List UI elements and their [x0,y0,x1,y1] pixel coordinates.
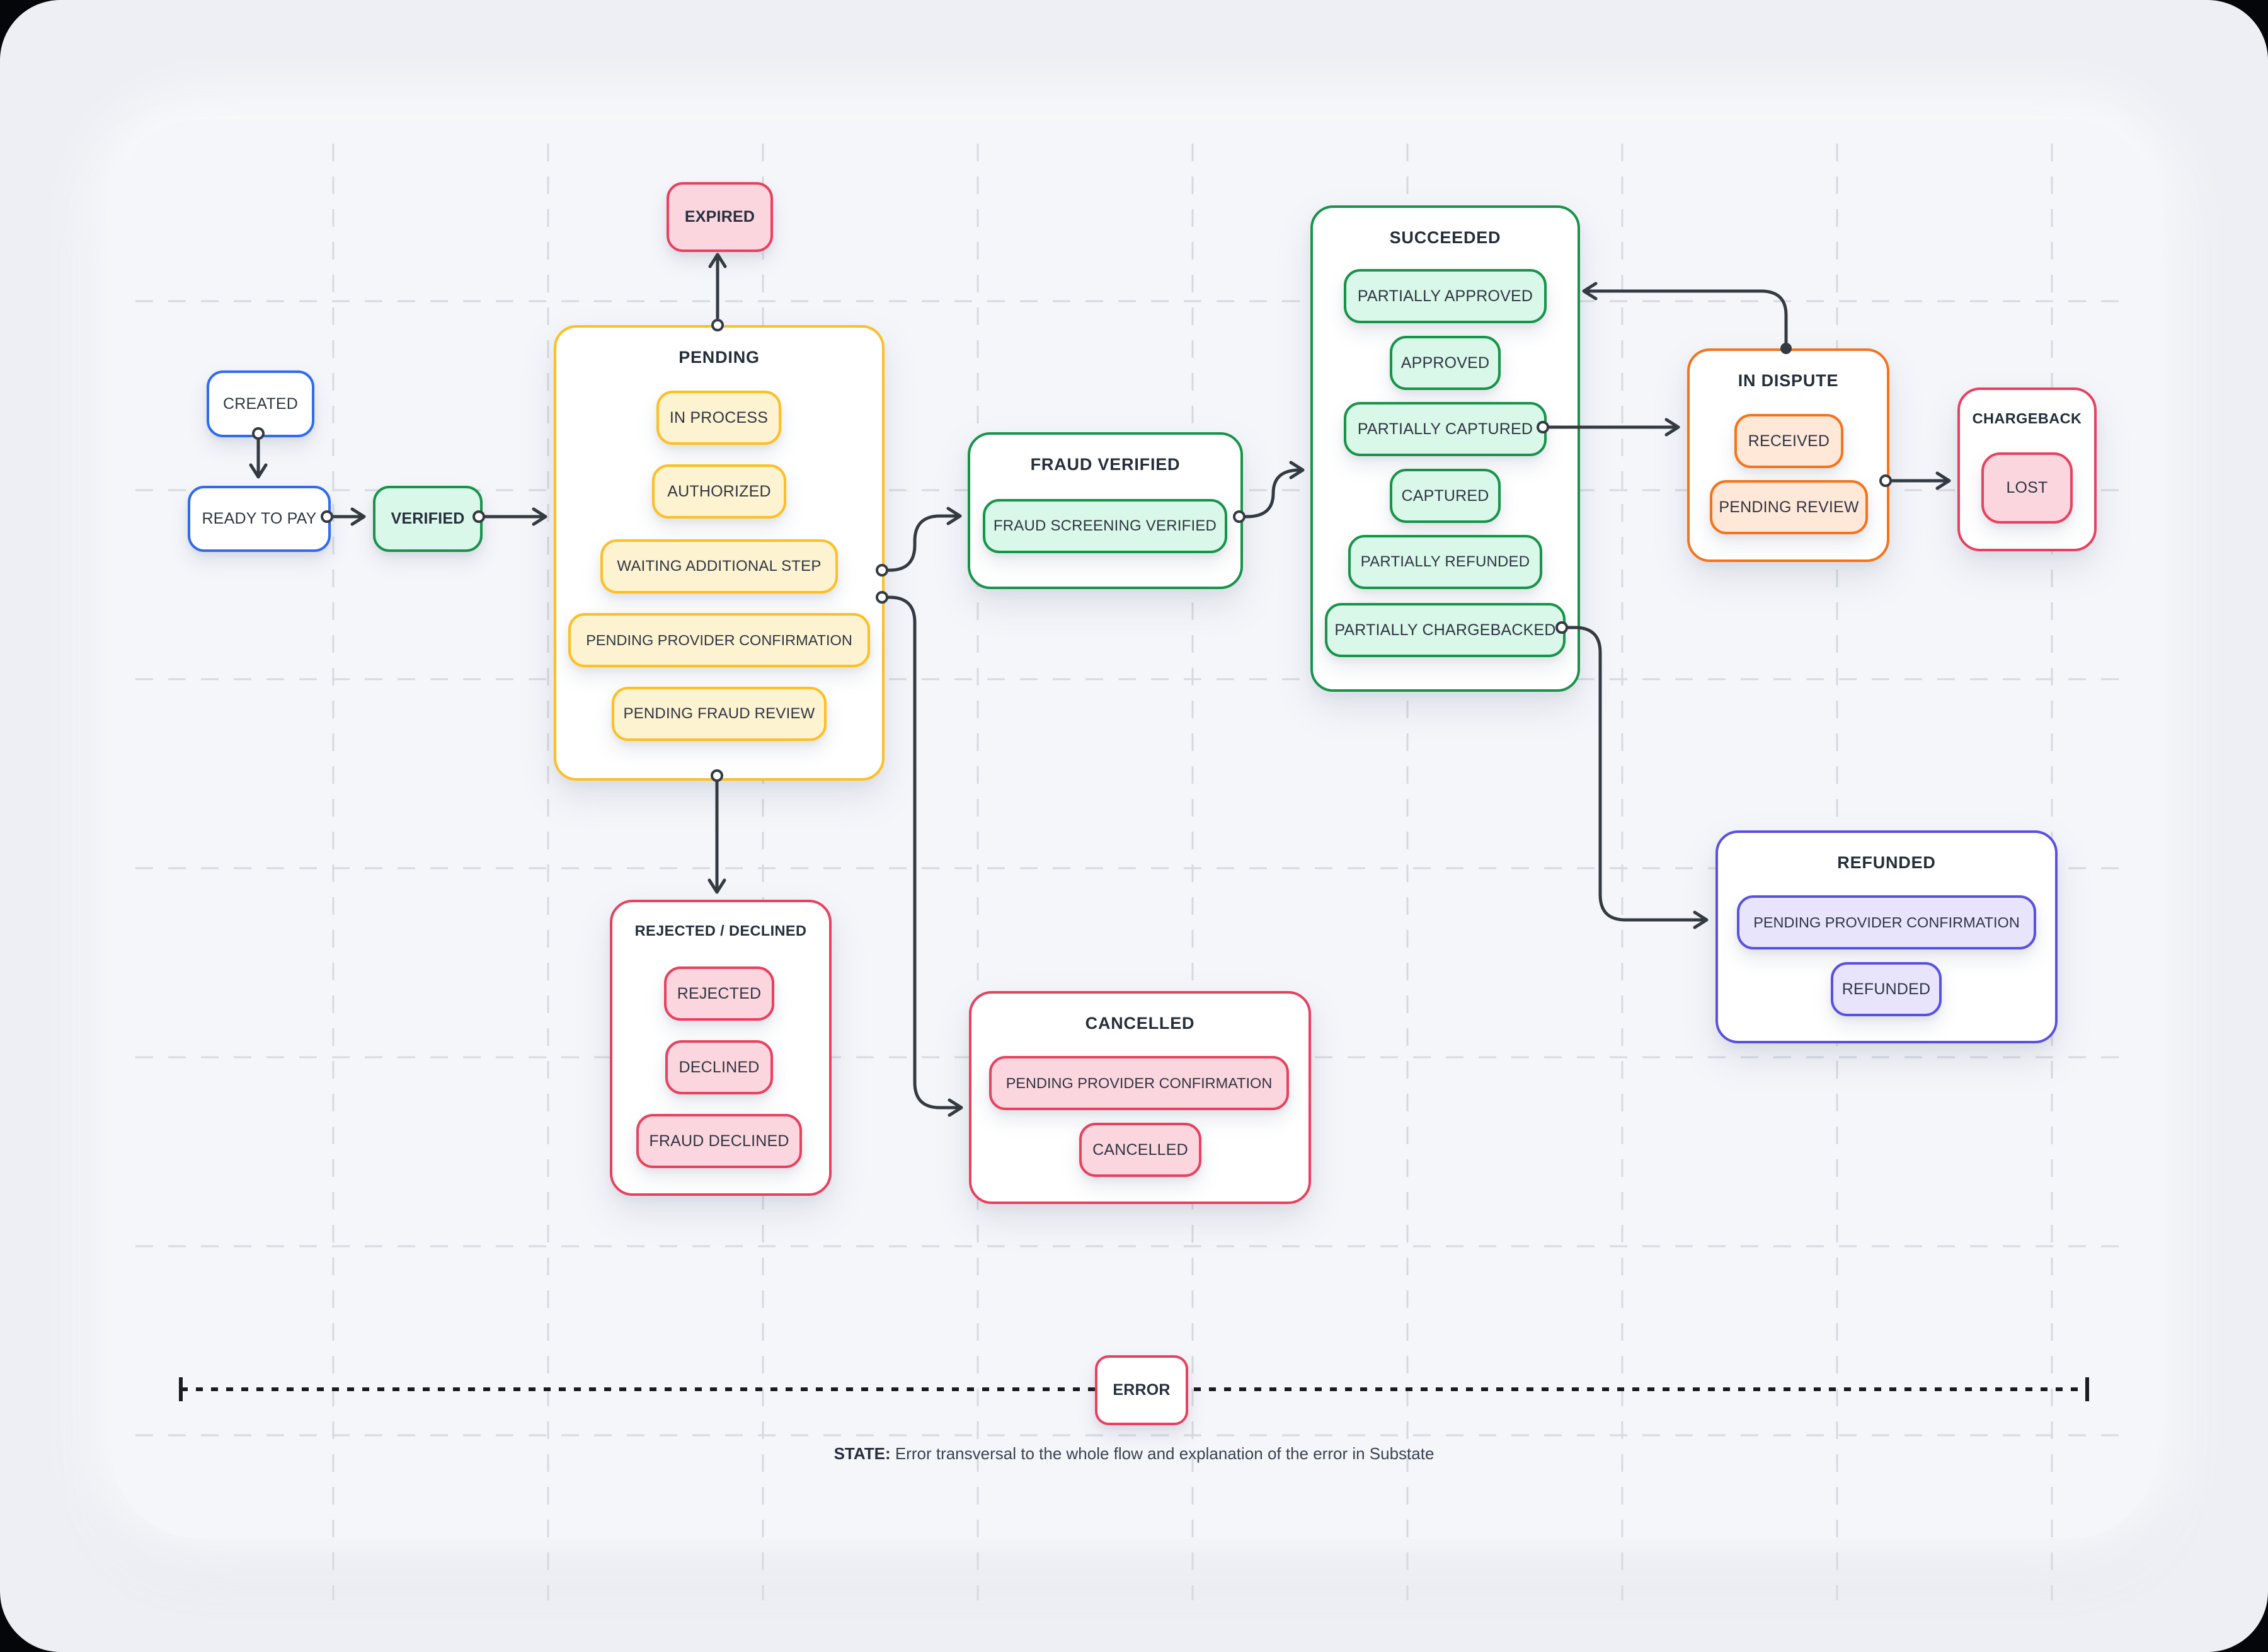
node-pending-in-process: IN PROCESS [656,391,781,445]
node-approved: APPROVED [1390,336,1501,390]
node-dispute-received: RECEIVED [1734,414,1843,468]
node-verified: VERIFIED [373,486,483,552]
group-pending-title: PENDING [679,348,760,367]
node-cancel-pending-provider-confirmation: PENDING PROVIDER CONFIRMATION [989,1056,1289,1110]
node-cancel-cancelled: CANCELLED [1079,1123,1201,1177]
node-pending-provider-confirmation: PENDING PROVIDER CONFIRMATION [568,613,870,667]
error-caption: STATE: Error transversal to the whole fl… [0,1444,2268,1464]
error-caption-text: Error transversal to the whole flow and … [895,1444,1435,1463]
node-error: ERROR [1095,1355,1188,1425]
error-caption-prefix: STATE: [833,1444,891,1463]
diagram-card [112,120,2157,1539]
node-pending-authorized: AUTHORIZED [652,464,786,519]
node-declined: DECLINED [665,1040,773,1094]
node-refund-refunded: REFUNDED [1831,962,1942,1016]
node-expired: EXPIRED [667,182,773,252]
group-cancelled-title: CANCELLED [1085,1014,1195,1033]
node-created: CREATED [207,370,314,437]
group-succeeded-title: SUCCEEDED [1389,228,1501,247]
node-partially-captured: PARTIALLY CAPTURED [1344,402,1547,456]
group-fraud-verified-title: FRAUD VERIFIED [1030,455,1181,474]
node-pending-waiting-additional-step: WAITING ADDITIONAL STEP [600,539,838,594]
node-fraud-declined: FRAUD DECLINED [636,1114,802,1168]
node-chargeback-lost: LOST [1981,452,2073,524]
group-chargeback-title: CHARGEBACK [1972,410,2082,427]
group-refunded-title: REFUNDED [1837,853,1936,872]
node-captured: CAPTURED [1390,469,1501,523]
node-partially-refunded: PARTIALLY REFUNDED [1348,535,1542,589]
group-rejected-declined-title: REJECTED / DECLINED [634,922,807,939]
node-pending-fraud-review: PENDING FRAUD REVIEW [612,687,827,741]
node-rejected: REJECTED [664,967,774,1021]
node-partially-chargebacked: PARTIALLY CHARGEBACKED [1325,603,1566,657]
group-in-dispute-title: IN DISPUTE [1738,371,1839,390]
node-refund-pending-provider-confirmation: PENDING PROVIDER CONFIRMATION [1737,895,2036,949]
node-ready-to-pay: READY TO PAY [188,486,331,552]
node-dispute-pending-review: PENDING REVIEW [1710,480,1868,534]
node-fraud-screening-verified: FRAUD SCREENING VERIFIED [983,499,1227,553]
node-partially-approved: PARTIALLY APPROVED [1344,269,1547,323]
